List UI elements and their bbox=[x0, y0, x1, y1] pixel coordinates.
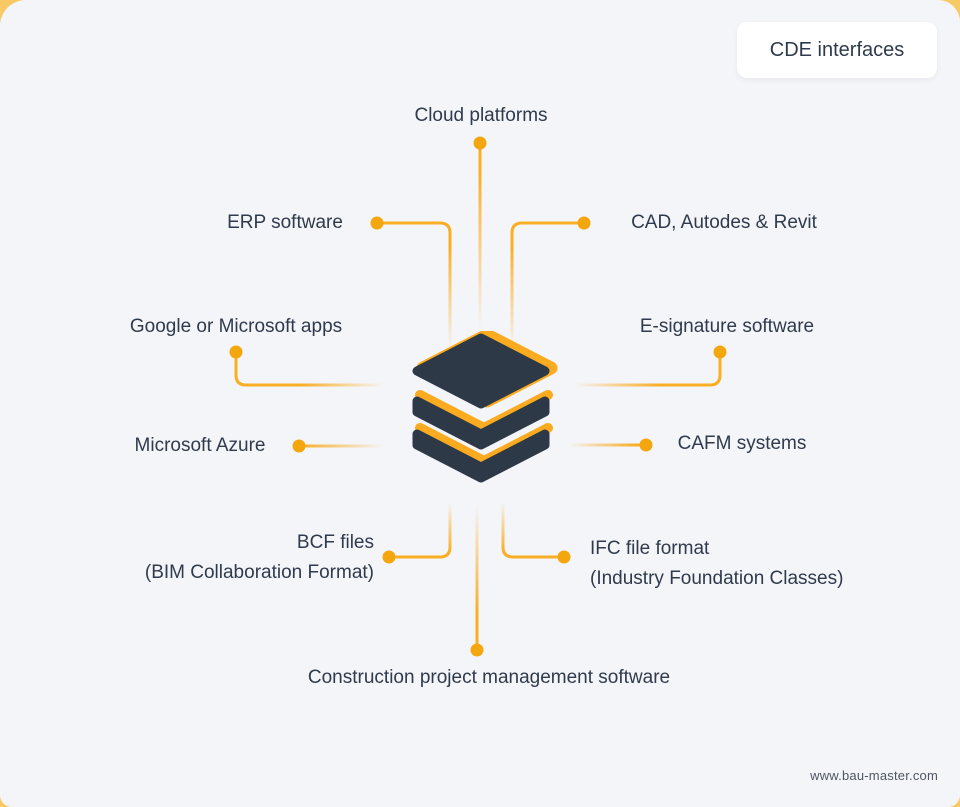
website-url: www.bau-master.com bbox=[810, 768, 938, 783]
node-label-ifc-file-format-line2: (Industry Foundation Classes) bbox=[590, 568, 844, 589]
node-label-ifc-file-format: IFC file format (Industry Foundation Cla… bbox=[590, 534, 843, 594]
node-label-bcf-files-line1: BCF files bbox=[296, 532, 374, 553]
connector-cad-autodes-revit bbox=[510, 221, 579, 352]
node-label-erp-software: ERP software bbox=[227, 212, 343, 233]
node-label-bcf-files-line2: (BIM Collaboration Format) bbox=[144, 562, 374, 583]
node-label-microsoft-azure: Microsoft Azure bbox=[134, 435, 266, 456]
layers-stack-icon bbox=[412, 331, 558, 483]
dot-bcf-files bbox=[382, 550, 396, 564]
node-label-e-signature-software: E-signature software bbox=[639, 316, 815, 337]
dot-construction-pm-software bbox=[470, 643, 484, 657]
node-label-cafm-systems: CAFM systems bbox=[677, 433, 807, 454]
node-label-cad-autodes-revit: CAD, Autodes & Revit bbox=[631, 212, 817, 233]
node-label-cloud-platforms: Cloud platforms bbox=[414, 105, 548, 126]
node-label-ifc-file-format-line1: IFC file format bbox=[590, 538, 710, 559]
node-label-construction-pm-software: Construction project management software bbox=[307, 667, 671, 688]
connector-dots bbox=[229, 136, 727, 657]
connector-e-signature-software bbox=[574, 357, 722, 387]
dot-cad-autodes-revit bbox=[577, 216, 591, 230]
dot-ifc-file-format bbox=[557, 550, 571, 564]
dot-microsoft-azure bbox=[292, 439, 306, 453]
node-label-bcf-files: BCF files (BIM Collaboration Format) bbox=[145, 528, 374, 588]
dot-google-microsoft-apps bbox=[229, 345, 243, 359]
dot-erp-software bbox=[370, 216, 384, 230]
dot-e-signature-software bbox=[713, 345, 727, 359]
dot-cloud-platforms bbox=[473, 136, 487, 150]
badge-cde-interfaces: CDE interfaces bbox=[737, 22, 937, 78]
connector-erp-software bbox=[382, 221, 452, 352]
connector-google-microsoft-apps bbox=[234, 357, 385, 387]
node-label-google-microsoft-apps: Google or Microsoft apps bbox=[129, 316, 343, 337]
connector-bcf-files bbox=[394, 501, 452, 559]
dot-cafm-systems bbox=[639, 438, 653, 452]
connector-ifc-file-format bbox=[501, 501, 559, 559]
